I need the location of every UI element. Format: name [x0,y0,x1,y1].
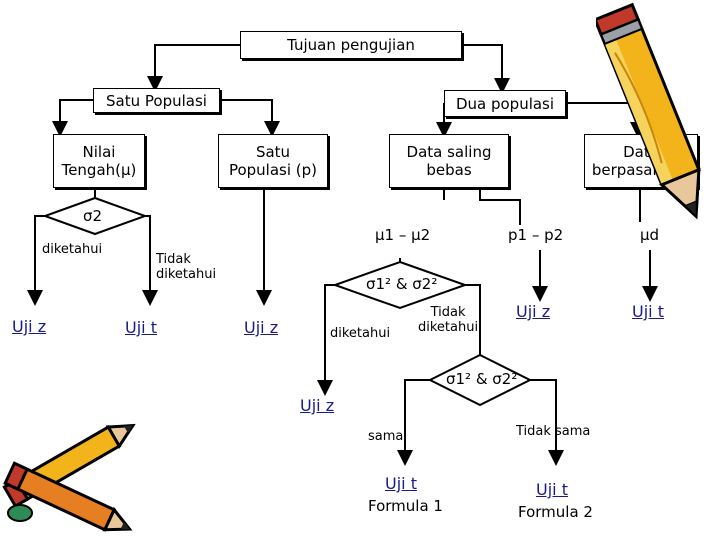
uji-t-formula2: Uji t [536,480,568,499]
sigma-pair-b-symbol: σ1² & σ2² [446,370,518,388]
root-label: Tujuan pengujian [287,36,415,54]
satu-populasi-label: Satu Populasi [106,91,207,110]
tidak-sama-label: Tidak sama [516,424,591,439]
uji-z-1: Uji z [12,317,47,336]
uji-t-2: Uji t [632,302,664,321]
root-box: Tujuan pengujian [240,31,462,59]
mu-d-symbol: μd [640,226,660,244]
uji-t-1: Uji t [125,318,157,337]
uji-z-3: Uji z [300,396,335,415]
pencil-icon [596,2,701,220]
sigma-pair-a-symbol: σ1² & σ2² [366,275,438,293]
tidak-diketahui-left-label: Tidak diketahui [156,252,217,282]
satu-populasi-box: Satu Populasi [93,88,220,113]
satu-populasi-p-line2: Populasi (p) [228,161,318,179]
data-saling-bebas-line1: Data saling [406,143,492,161]
nilai-tengah-box: Nilai Tengah(μ) [53,134,145,188]
dua-populasi-box: Dua populasi [444,90,566,117]
p1-p2-symbol: p1 – p2 [508,226,564,244]
uji-z-2: Uji z [244,318,279,337]
nilai-tengah-line2: Tengah(μ) [61,161,137,179]
sigma2-symbol: σ2 [83,207,103,225]
tidak-diketahui-mid-label: Tidak diketahui [418,305,479,335]
mu1-mu2-symbol: μ1 – μ2 [375,226,431,244]
diketahui-left-label: diketahui [42,242,103,257]
diketahui-mid-label: diketahui [330,326,391,341]
data-saling-bebas-line2: bebas [426,161,472,179]
uji-t-formula1: Uji t [385,474,417,493]
dua-populasi-label: Dua populasi [455,94,555,113]
data-saling-bebas-box: Data saling bebas [389,134,509,188]
formula-1-label: Formula 1 [368,497,443,515]
pencils-icon [2,423,136,532]
nilai-tengah-line1: Nilai [82,143,116,161]
uji-z-4: Uji z [516,302,551,321]
formula-2-label: Formula 2 [518,503,593,521]
satu-populasi-p-line1: Satu [255,143,291,161]
satu-populasi-p-box: Satu Populasi (p) [218,134,328,188]
sama-label: sama [368,429,404,444]
